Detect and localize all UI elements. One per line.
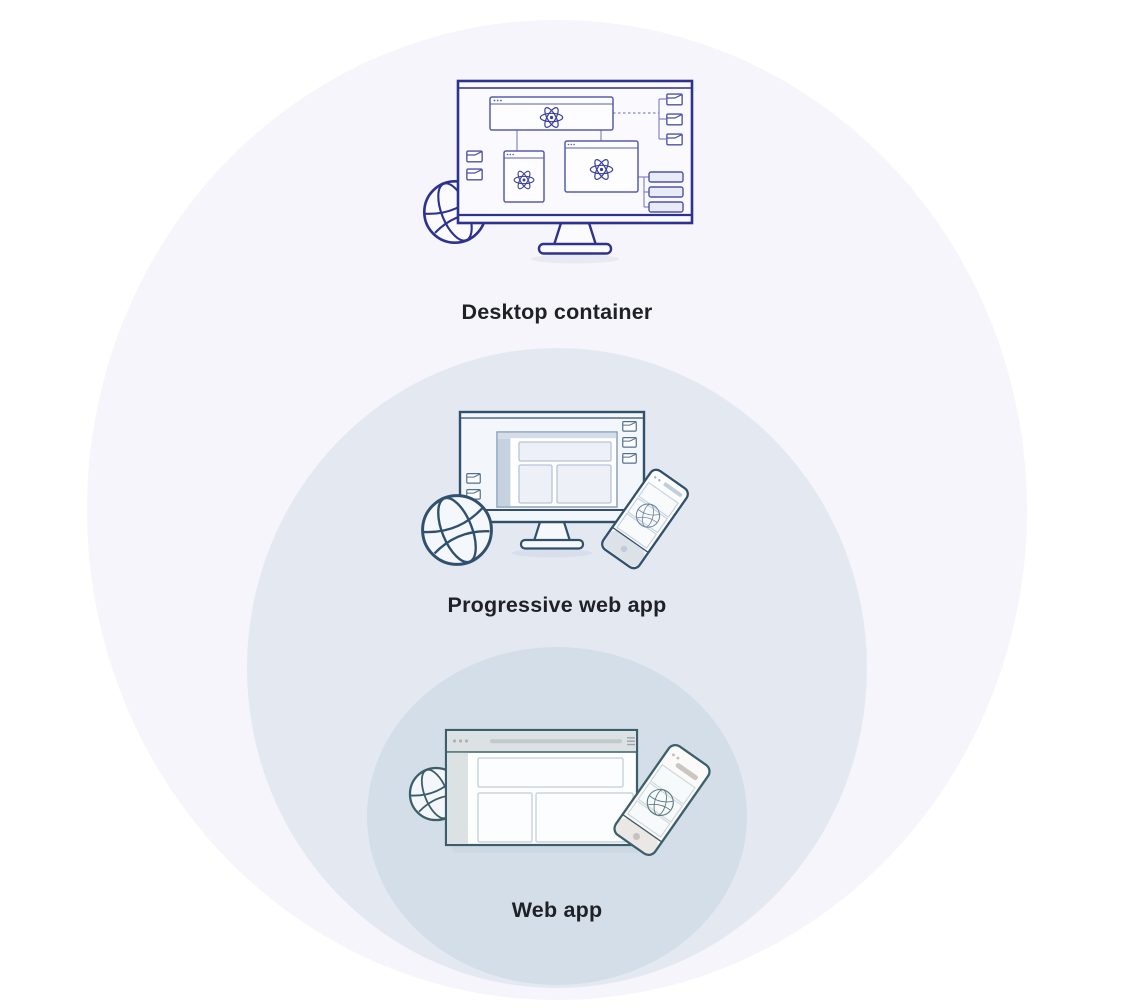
- app-window-left: [503, 150, 545, 203]
- folder-icon: [666, 113, 683, 126]
- monitor-stand: [519, 520, 585, 550]
- address-bar: [490, 739, 622, 744]
- file-icon: [622, 437, 637, 448]
- app-window-right: [564, 140, 639, 193]
- browser-sidebar: [447, 752, 468, 844]
- app-window-icon: [496, 431, 618, 508]
- browser-icon: [444, 728, 639, 847]
- monitor-shadow: [512, 548, 592, 558]
- smartphone-icon: [613, 743, 711, 857]
- web-app-illustration: [408, 728, 711, 857]
- file-icon: [466, 473, 481, 484]
- monitor-shadow: [531, 254, 619, 264]
- desktop-container-illustration: [422, 79, 694, 264]
- folder-icon: [466, 168, 483, 181]
- hamburger-menu-icon: [627, 737, 635, 746]
- web-app-label: Web app: [511, 898, 603, 922]
- folder-icon: [666, 133, 683, 146]
- app-window-main: [489, 96, 614, 131]
- progressive-web-app-illustration: [420, 410, 689, 570]
- progressive-web-app-label: Progressive web app: [447, 593, 667, 617]
- connector-lines: [516, 98, 666, 208]
- browser-shadow: [452, 845, 644, 853]
- stacked-list-icon: [648, 171, 684, 213]
- folder-icon: [666, 93, 683, 106]
- monitor-stand: [537, 221, 613, 255]
- smartphone-icon: [601, 468, 689, 570]
- file-icon: [622, 453, 637, 464]
- window-dots: [452, 739, 469, 743]
- file-icon: [622, 421, 637, 432]
- folder-icon: [466, 150, 483, 163]
- desktop-container-label: Desktop container: [461, 300, 653, 324]
